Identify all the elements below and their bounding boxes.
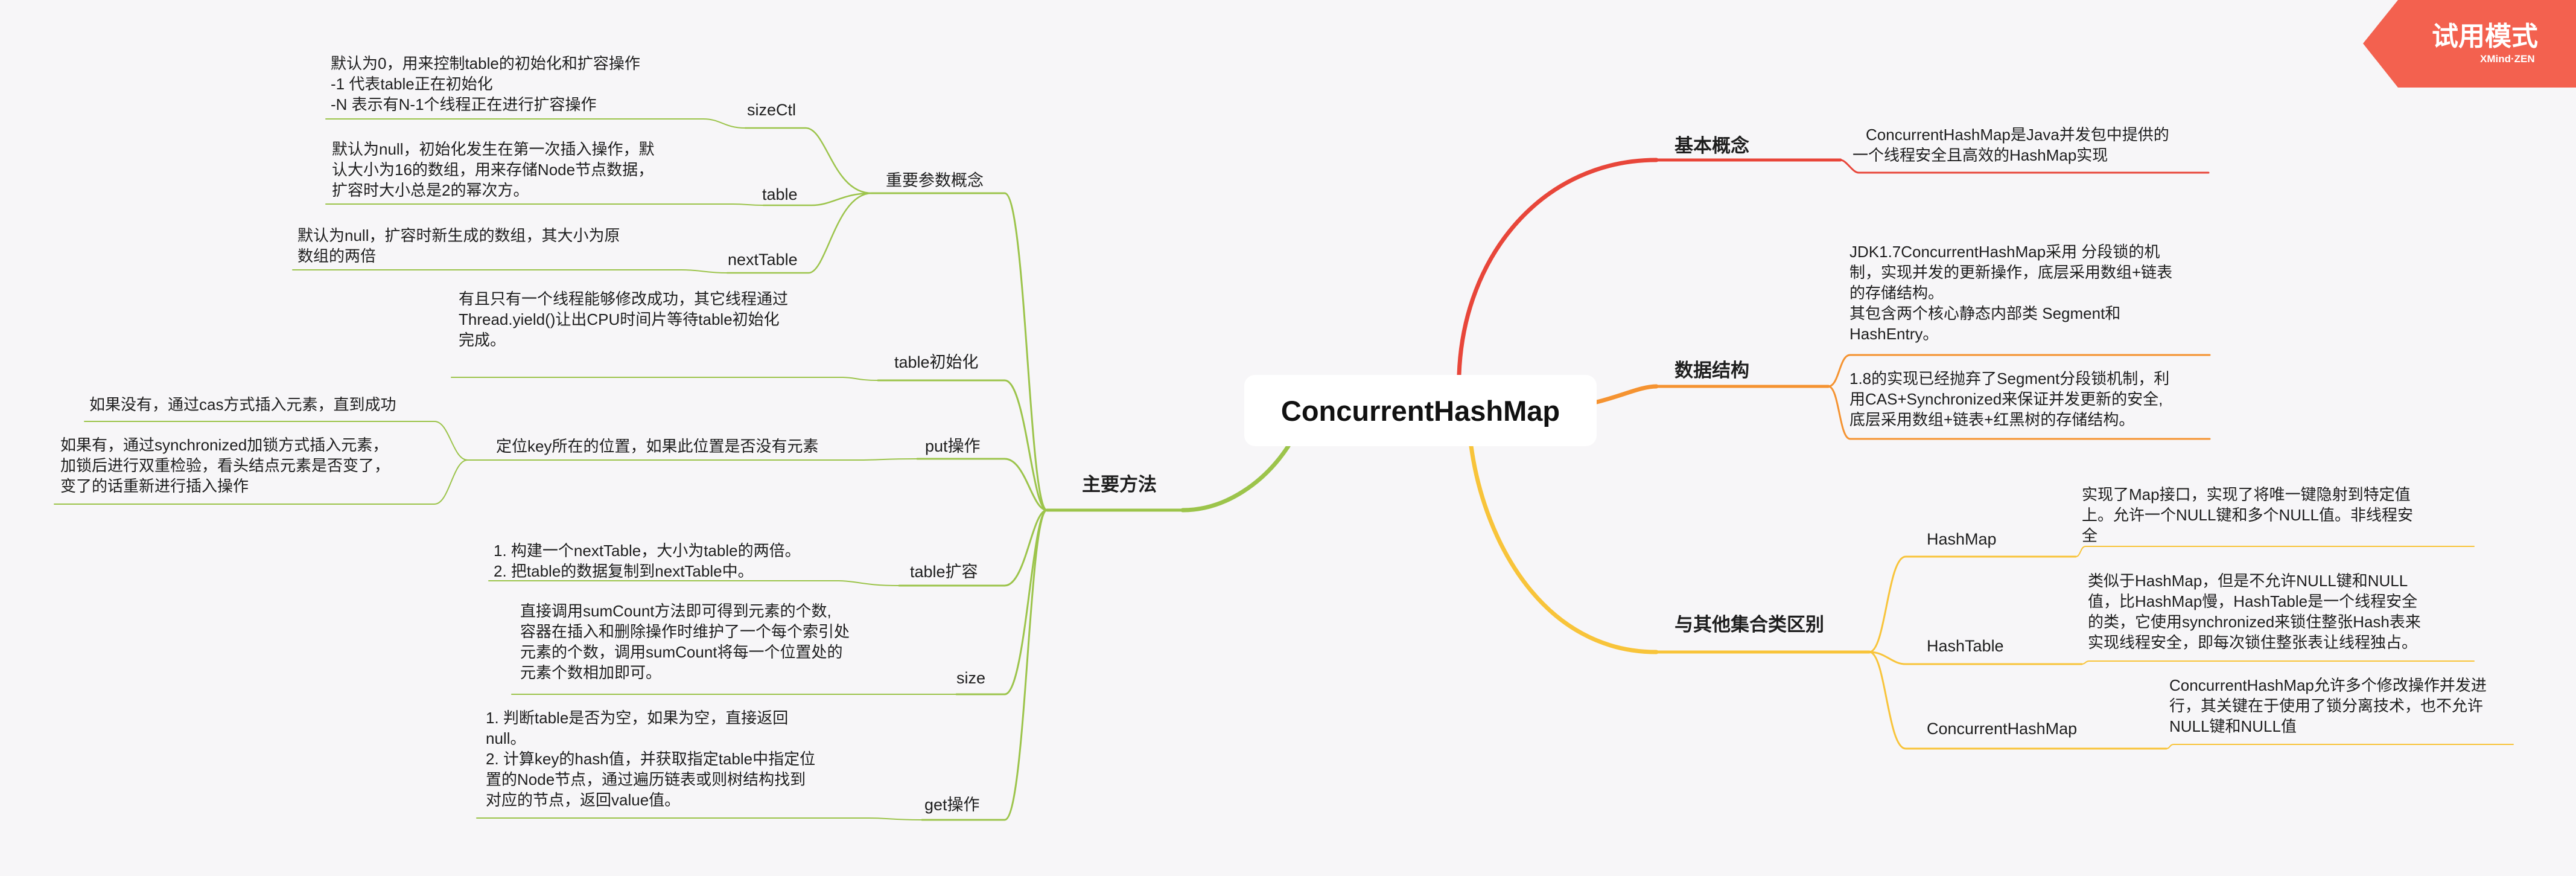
put-locate-detail[interactable]: 定位key所在的位置，如果此位置是否没有元素 (496, 437, 819, 455)
connector-methods (1180, 444, 1291, 513)
trial-mode-title: 试用模式 (2432, 22, 2538, 51)
xmind-logo-text: XMind·ZEN (2480, 53, 2535, 65)
root-topic[interactable]: ConcurrentHashMap (1244, 375, 1597, 446)
structure-jdk17-detail[interactable]: JDK1.7ConcurrentHashMap采用 分段锁的机 制，实现并发的更… (1849, 243, 2173, 343)
compare-hashmap-label[interactable]: HashMap (1927, 530, 1997, 548)
resize-detail[interactable]: 1. 构建一个nextTable，大小为table的两倍。 2. 把table的… (494, 542, 801, 580)
table-init-detail[interactable]: 有且只有一个线程能够修改成功，其它线程通过 Thread.yield()让出CP… (459, 290, 789, 349)
put-no-element-detail[interactable]: 如果没有，通过cas方式插入元素，直到成功 (89, 395, 396, 414)
params-nexttable-detail[interactable]: 默认为null，扩容时新生成的数组，其大小为原 数组的两倍 (297, 226, 620, 265)
params-sizectl-label[interactable]: sizeCtl (747, 101, 797, 119)
branch-basic-concept[interactable]: 基本概念 (1674, 135, 1749, 156)
branch-compare[interactable]: 与其他集合类区别 (1674, 614, 1824, 635)
compare-hashmap-detail[interactable]: 实现了Map接口，实现了将唯一键隐射到特定值 上。允许一个NULL键和多个NUL… (2082, 485, 2413, 545)
params-table-label[interactable]: table (762, 185, 798, 203)
branch-data-structure[interactable]: 数据结构 (1674, 360, 1749, 381)
compare-hashtable-label[interactable]: HashTable (1927, 637, 2004, 655)
methods-resize-label[interactable]: table扩容 (910, 563, 978, 581)
structure-jdk18-detail[interactable]: 1.8的实现已经抛弃了Segment分段锁机制，利 用CAS+Synchroni… (1849, 369, 2170, 429)
compare-chm-label[interactable]: ConcurrentHashMap (1927, 720, 2078, 738)
methods-put-label[interactable]: put操作 (925, 437, 981, 455)
get-detail[interactable]: 1. 判断table是否为空，如果为空，直接返回 null。 2. 计算key的… (486, 709, 816, 809)
connector-structure (1594, 384, 1659, 404)
compare-chm-detail[interactable]: ConcurrentHashMap允许多个修改操作并发进 行，其关键在于使用了锁… (2169, 676, 2487, 735)
methods-get-label[interactable]: get操作 (924, 796, 980, 814)
put-has-element-detail[interactable]: 如果有，通过synchronized加锁方式插入元素， 加锁后进行双重检验，看头… (60, 436, 390, 495)
basic-concept-detail[interactable]: ConcurrentHashMap是Java并发包中提供的 一个线程安全且高效的… (1852, 126, 2169, 164)
params-sizectl-detail[interactable]: 默认为0，用来控制table的初始化和扩容操作 -1 代表table正在初始化 … (331, 54, 640, 113)
params-table-detail[interactable]: 默认为null，初始化发生在第一次插入操作，默 认大小为16的数组，用来存储No… (332, 140, 655, 199)
methods-table-init-label[interactable]: table初始化 (894, 353, 979, 371)
compare-hashtable-detail[interactable]: 类似于HashMap，但是不允许NULL键和NULL 值，比HashMap慢，H… (2088, 572, 2421, 651)
branch-main-methods[interactable]: 主要方法 (1082, 474, 1157, 495)
connector-compare (1469, 444, 1659, 654)
params-nexttable-label[interactable]: nextTable (728, 251, 798, 269)
trial-mode-badge (2363, 0, 2576, 88)
methods-params-label[interactable]: 重要参数概念 (886, 171, 984, 190)
connector-basic (1457, 158, 1659, 377)
methods-size-label[interactable]: size (956, 669, 986, 687)
size-detail[interactable]: 直接调用sumCount方法即可得到元素的个数, 容器在插入和删除操作时维护了一… (520, 602, 850, 682)
